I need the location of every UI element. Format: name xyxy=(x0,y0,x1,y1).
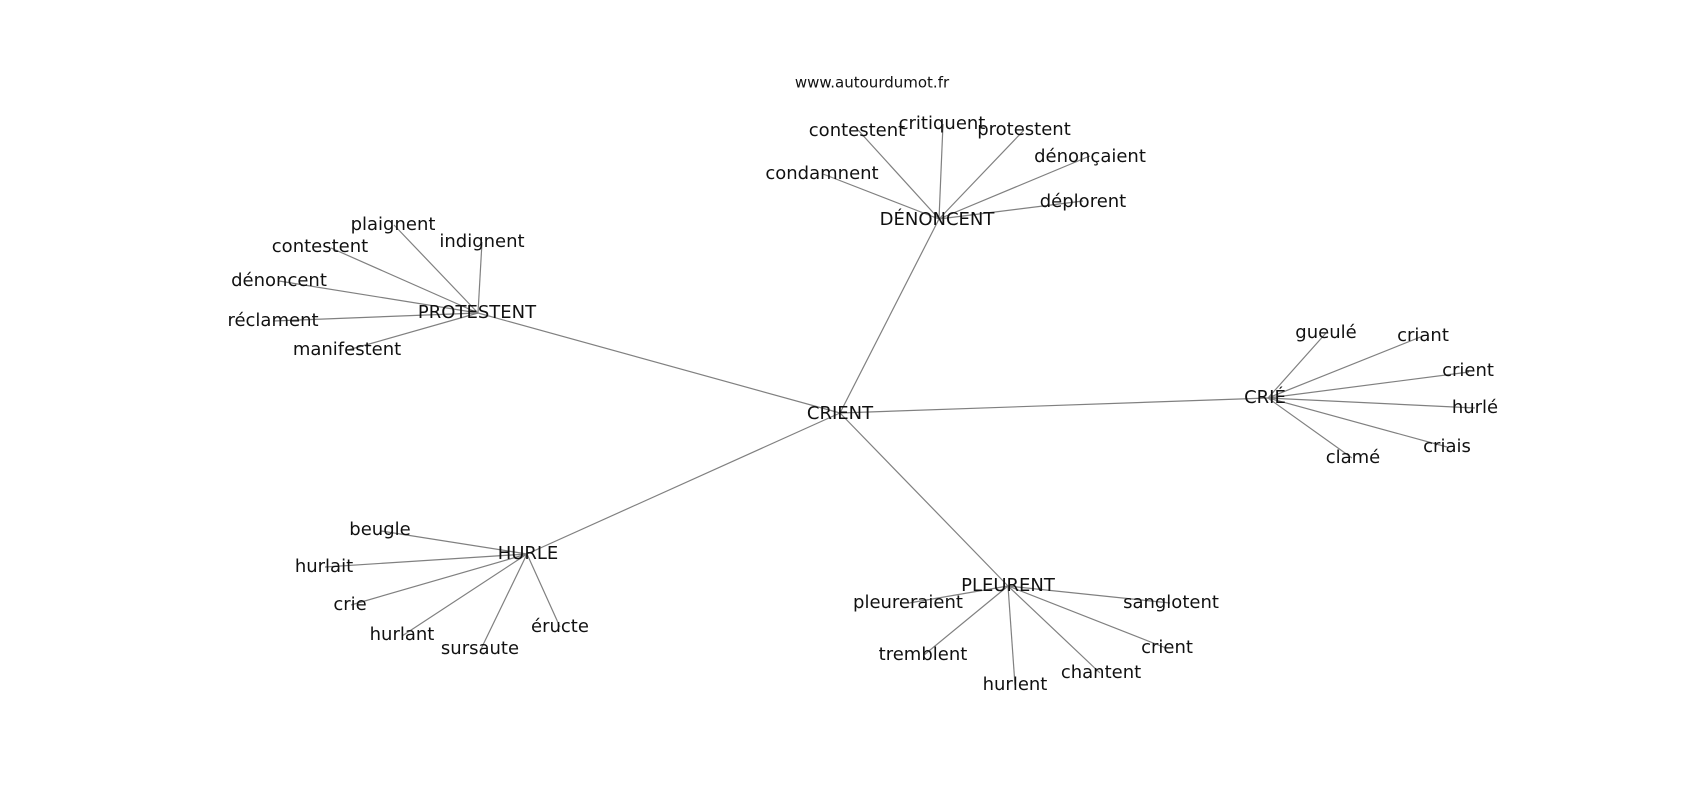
leaf-label: hurlé xyxy=(1452,397,1498,418)
edge-denoncent-protestent xyxy=(938,129,1025,220)
edge-denoncent-denoncaient xyxy=(938,155,1091,220)
leaf-label: crient xyxy=(1442,360,1494,381)
leaf-label: pleureraient xyxy=(853,592,963,613)
leaf-label: criais xyxy=(1423,436,1471,457)
edge-pleurent-tremblent xyxy=(923,585,1009,656)
hub-protestent-label: PROTESTENT xyxy=(418,302,537,323)
center-node-label: CRIENT xyxy=(807,403,874,424)
hub-hurle-label: HURLE xyxy=(498,543,559,564)
leaf-label: indignent xyxy=(439,231,524,252)
leaf-label: criant xyxy=(1397,325,1449,346)
edge-denoncent-contestent xyxy=(857,129,940,220)
leaf-label: tremblent xyxy=(879,644,968,665)
edge-center-denoncent xyxy=(839,218,940,414)
edge-protestent-manifestent xyxy=(347,312,479,351)
edge-hurle-sursaute xyxy=(480,553,528,650)
edge-crie-criant xyxy=(1267,335,1424,399)
edge-crie-clame xyxy=(1267,397,1353,459)
edge-protestent-reclament xyxy=(272,312,479,322)
edge-denoncent-deplorent xyxy=(938,200,1084,220)
leaf-label: plaignent xyxy=(351,214,436,235)
leaf-label: hurlant xyxy=(370,624,435,645)
graph-labels: www.autourdumot.fr CRIENT DÉNONCENT cont… xyxy=(227,74,1498,696)
edge-protestent-contestent xyxy=(330,247,479,314)
leaf-label: réclament xyxy=(227,310,318,331)
edge-center-protestent xyxy=(477,312,841,414)
edge-pleurent-hurlent xyxy=(1007,585,1016,686)
hub-crie-label: CRIÉ xyxy=(1244,386,1286,408)
leaf-label: beugle xyxy=(349,519,410,540)
leaf-label: éructe xyxy=(531,616,589,637)
leaf-label: crie xyxy=(333,594,366,615)
edge-pleurent-chantent xyxy=(1007,585,1101,674)
leaf-label: dénonçaient xyxy=(1034,146,1146,167)
graph-edges xyxy=(272,123,1476,686)
leaf-label: chantent xyxy=(1061,662,1141,683)
leaf-label: sursaute xyxy=(441,638,519,659)
leaf-label: contestent xyxy=(809,120,905,141)
leaf-label: protestent xyxy=(977,119,1071,140)
edge-protestent-indignent xyxy=(477,241,483,314)
leaf-label: hurlent xyxy=(983,674,1048,695)
edge-pleurent-pleureraient xyxy=(908,585,1009,604)
edge-protestent-denoncent xyxy=(278,280,479,314)
leaf-label: sanglotent xyxy=(1123,592,1219,613)
edge-pleurent-sanglotent xyxy=(1007,585,1171,604)
hub-pleurent-label: PLEURENT xyxy=(961,575,1056,596)
leaf-label: critiquent xyxy=(899,113,986,134)
leaf-label: crient xyxy=(1141,637,1193,658)
edge-denoncent-critiquent xyxy=(938,123,944,220)
leaf-label: dénoncent xyxy=(231,270,327,291)
leaf-label: manifestent xyxy=(293,339,401,360)
edge-crie-hurle xyxy=(1267,397,1476,409)
leaf-label: hurlait xyxy=(295,556,353,577)
edge-pleurent-crient xyxy=(1007,585,1167,649)
leaf-label: condamnent xyxy=(765,163,878,184)
edge-crie-crient xyxy=(1267,371,1470,399)
edge-center-hurle xyxy=(526,412,841,555)
edge-crie-gueule xyxy=(1267,332,1327,399)
edge-hurle-beugle xyxy=(380,530,528,555)
site-watermark: www.autourdumot.fr xyxy=(795,74,950,92)
edge-crie-criais xyxy=(1267,397,1448,448)
hub-denoncent-label: DÉNONCENT xyxy=(880,208,996,230)
edge-protestent-plaignent xyxy=(393,224,479,314)
edge-center-pleurent xyxy=(839,412,1009,587)
edge-hurle-hurlant xyxy=(401,553,528,637)
leaf-label: clamé xyxy=(1326,447,1381,468)
leaf-label: gueulé xyxy=(1295,322,1356,343)
edge-hurle-hurlait xyxy=(324,553,528,568)
edge-hurle-eructe xyxy=(526,553,561,628)
edge-denoncent-condamnent xyxy=(822,173,940,220)
leaf-label: contestent xyxy=(272,236,368,257)
edge-hurle-crie xyxy=(350,553,528,606)
edge-center-crie xyxy=(839,397,1269,414)
leaf-label: déplorent xyxy=(1040,191,1126,212)
